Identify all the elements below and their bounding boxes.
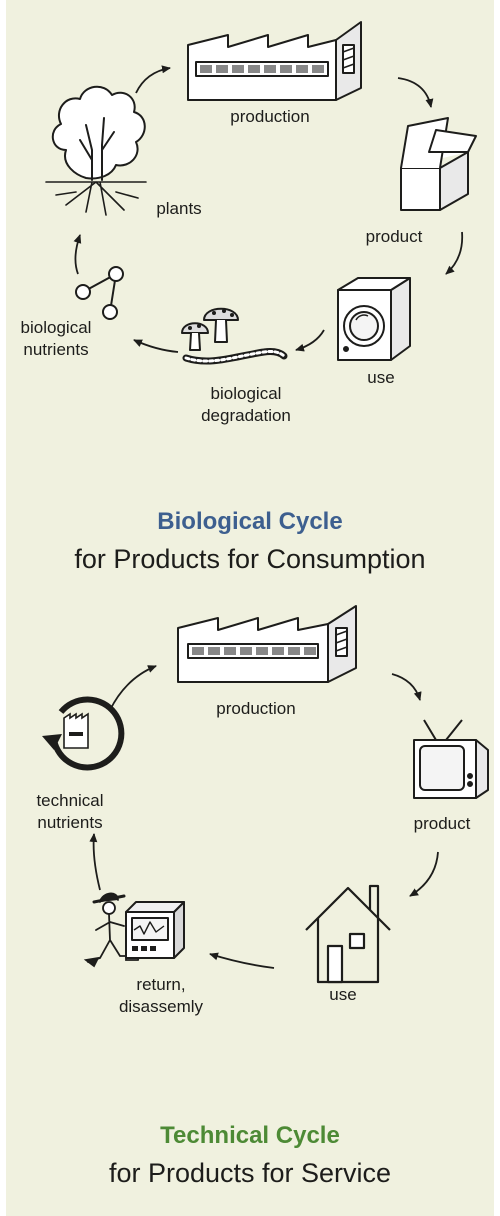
house-icon xyxy=(305,884,391,984)
worm-icon xyxy=(182,348,288,365)
open-box-icon xyxy=(400,117,477,211)
label-plants: plants xyxy=(156,199,202,218)
mushroom-icon xyxy=(181,307,239,351)
label-product: product xyxy=(413,814,471,833)
recycle-factory-icon xyxy=(42,696,125,771)
biological-cycle-title: Biological Cycle xyxy=(157,508,343,535)
label-use: use xyxy=(329,985,357,1004)
person-icon xyxy=(83,892,142,968)
tree-icon xyxy=(45,85,147,216)
cycle-arrows xyxy=(73,65,464,353)
biological-cycle-diagram xyxy=(45,21,477,365)
molecule-icon xyxy=(75,266,124,320)
label-biological-degradation: biological degradation xyxy=(201,384,291,425)
label-production: production xyxy=(216,699,296,718)
factory-icon xyxy=(187,21,362,101)
label-technical-nutrients: technical nutrients xyxy=(36,791,104,832)
technical-cycle-panel: production product technical nutrients u… xyxy=(6,590,494,1216)
label-production: production xyxy=(230,107,310,126)
cycle-arrows xyxy=(89,665,439,969)
biological-cycle-subtitle: for Products for Consumption xyxy=(74,544,426,574)
biological-cycle-panel: production plants product biological nut… xyxy=(6,0,494,590)
label-return-disassembly: return, disassemly xyxy=(118,975,204,1016)
technical-cycle-subtitle: for Products for Service xyxy=(108,1158,392,1188)
technical-cycle-title: Technical Cycle xyxy=(160,1122,340,1149)
label-product: product xyxy=(365,227,423,246)
television-icon xyxy=(413,719,489,799)
factory-icon xyxy=(177,605,357,683)
label-use: use xyxy=(367,368,395,387)
label-biological-nutrients: biological nutrients xyxy=(20,318,92,359)
washing-machine-icon xyxy=(337,277,411,361)
computer-icon xyxy=(125,901,185,959)
technical-cycle-diagram xyxy=(42,605,489,984)
